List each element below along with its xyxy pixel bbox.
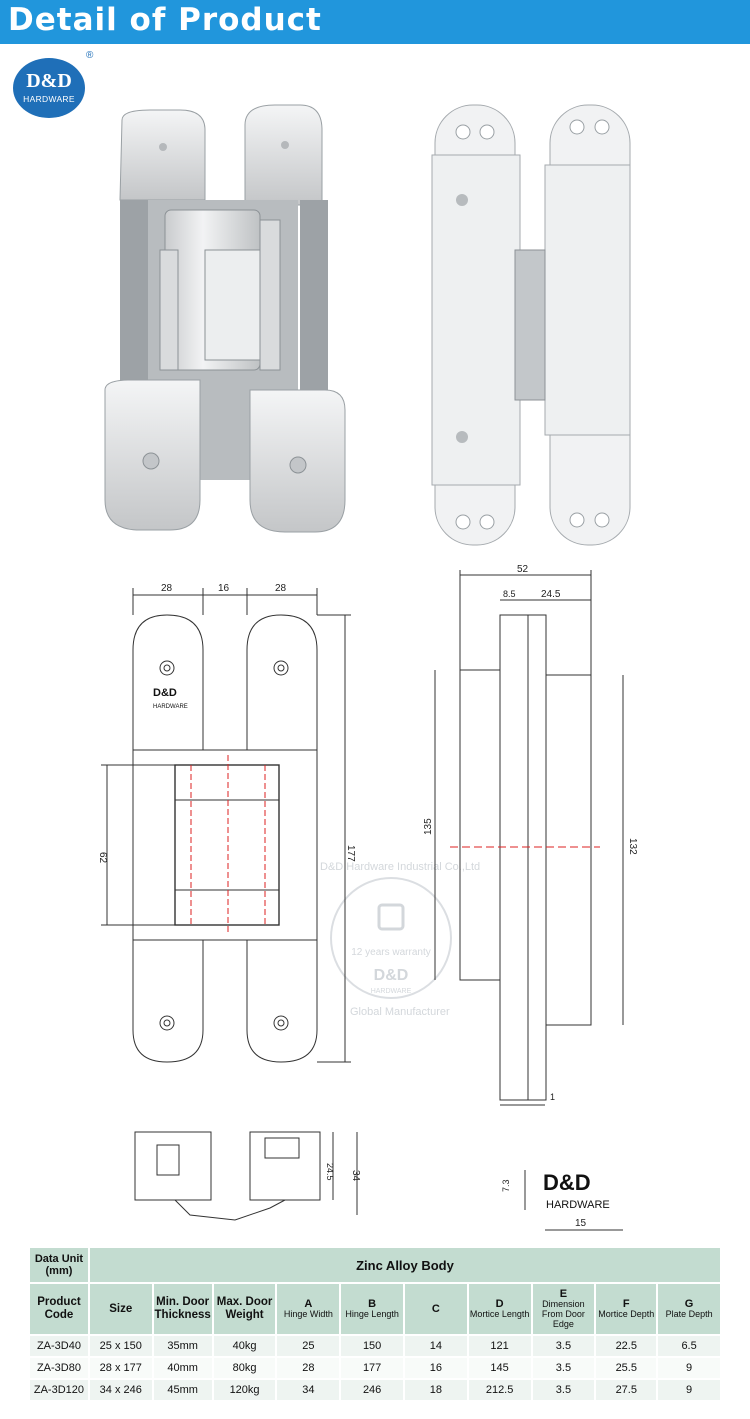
plate-brand: D&D [153, 687, 177, 699]
cell: 150 [341, 1336, 404, 1356]
cell: 34 x 246 [89, 1380, 152, 1400]
col-b-sub: Hinge Length [345, 1309, 399, 1319]
col-f-letter: F [622, 1298, 630, 1310]
spec-table: Data Unit (mm) Zinc Alloy Body Product C… [28, 1246, 722, 1402]
dim-8-5: 8.5 [503, 589, 516, 599]
dim-52: 52 [517, 564, 529, 575]
cell: 9 [658, 1358, 720, 1378]
dim-34: 34 [350, 1170, 361, 1182]
cell: 40kg [213, 1336, 276, 1356]
col-min-door-thickness: Min. Door Thickness [153, 1284, 212, 1334]
col-max-door-weight: Max. Door Weight [213, 1284, 276, 1334]
cell: 120kg [213, 1380, 276, 1400]
cell: 25 [277, 1336, 340, 1356]
dim-24-5-side: 24.5 [325, 1163, 335, 1181]
cell: 35mm [153, 1336, 212, 1356]
dim-28a: 28 [161, 583, 173, 594]
data-unit-header: Data Unit (mm) [30, 1248, 88, 1282]
cell: 14 [405, 1336, 467, 1356]
watermark-sub: HARDWARE [371, 988, 412, 995]
cell: 80kg [213, 1358, 276, 1378]
dim-62: 62 [97, 852, 108, 864]
plate-sub: HARDWARE [153, 704, 188, 710]
cell: 3.5 [532, 1336, 595, 1356]
col-size: Size [89, 1284, 152, 1334]
cell: 40mm [153, 1358, 212, 1378]
cell: 212.5 [468, 1380, 531, 1400]
col-e-sub: Dimension From Door Edge [541, 1299, 585, 1329]
watermark-brand: D&D [374, 967, 409, 984]
watermark-arc-top: D&D Hardware Industrial Co.,Ltd [320, 861, 480, 873]
stamp-brand: D&D [543, 1170, 591, 1195]
col-e-letter: E [559, 1288, 568, 1300]
col-b-letter: B [368, 1298, 377, 1310]
cell: 9 [658, 1380, 720, 1400]
cell: ZA-3D40 [30, 1336, 88, 1356]
cell: 3.5 [532, 1380, 595, 1400]
cell: 45mm [153, 1380, 212, 1400]
brand-logo: D&D HARDWARE [13, 58, 85, 118]
dim-1: 1 [550, 1092, 555, 1102]
logo-main-text: D&D [26, 70, 72, 92]
col-product-code: Product Code [30, 1284, 88, 1334]
col-f-sub: Mortice Depth [598, 1309, 655, 1319]
cell: ZA-3D120 [30, 1380, 88, 1400]
cell: 34 [277, 1380, 340, 1400]
dim-24-5-top: 24.5 [541, 589, 561, 600]
watermark-arc-bottom: Global Manufacturer [350, 1006, 450, 1018]
cell: 246 [341, 1380, 404, 1400]
col-d-letter: D [495, 1298, 504, 1310]
col-d-sub: Mortice Length [469, 1309, 530, 1319]
dim-135: 135 [423, 818, 434, 835]
dim-177: 177 [345, 845, 356, 862]
cell: ZA-3D80 [30, 1358, 88, 1378]
material-header: Zinc Alloy Body [89, 1248, 720, 1282]
col-g-letter: G [684, 1298, 694, 1310]
product-photo-side [431, 104, 631, 546]
cell: 28 x 177 [89, 1358, 152, 1378]
stamp-sub: HARDWARE [546, 1199, 610, 1211]
cell: 3.5 [532, 1358, 595, 1378]
col-a-sub: Hinge Width [283, 1309, 333, 1319]
dim-16: 16 [218, 583, 230, 594]
cell: 121 [468, 1336, 531, 1356]
dim-132: 132 [627, 838, 638, 855]
cell: 6.5 [658, 1336, 720, 1356]
cell: 25 x 150 [89, 1336, 152, 1356]
page-header: Detail of Product [0, 0, 750, 44]
logo-sub-text: HARDWARE [23, 94, 75, 104]
cell: 16 [405, 1358, 467, 1378]
dim-7-3: 7.3 [501, 1179, 511, 1192]
watermark: 12 years warranty D&D HARDWARE D&D Hardw… [320, 861, 480, 1018]
col-c-letter: C [431, 1303, 440, 1315]
cell: 145 [468, 1358, 531, 1378]
technical-drawing: 12 years warranty D&D HARDWARE D&D Hardw… [97, 564, 638, 1231]
col-g-sub: Plate Depth [665, 1309, 713, 1319]
col-c: C [405, 1284, 467, 1334]
col-a-letter: A [304, 1298, 313, 1310]
dim-15: 15 [575, 1218, 587, 1229]
cell: 27.5 [596, 1380, 657, 1400]
cell: 18 [405, 1380, 467, 1400]
dim-28b: 28 [275, 583, 287, 594]
product-photo-front [104, 104, 346, 533]
page-title: Detail of Product [8, 2, 322, 38]
cell: 25.5 [596, 1358, 657, 1378]
cell: 28 [277, 1358, 340, 1378]
cell: 177 [341, 1358, 404, 1378]
watermark-warranty: 12 years warranty [351, 947, 430, 958]
cell: 22.5 [596, 1336, 657, 1356]
registered-mark: ® [86, 50, 94, 61]
